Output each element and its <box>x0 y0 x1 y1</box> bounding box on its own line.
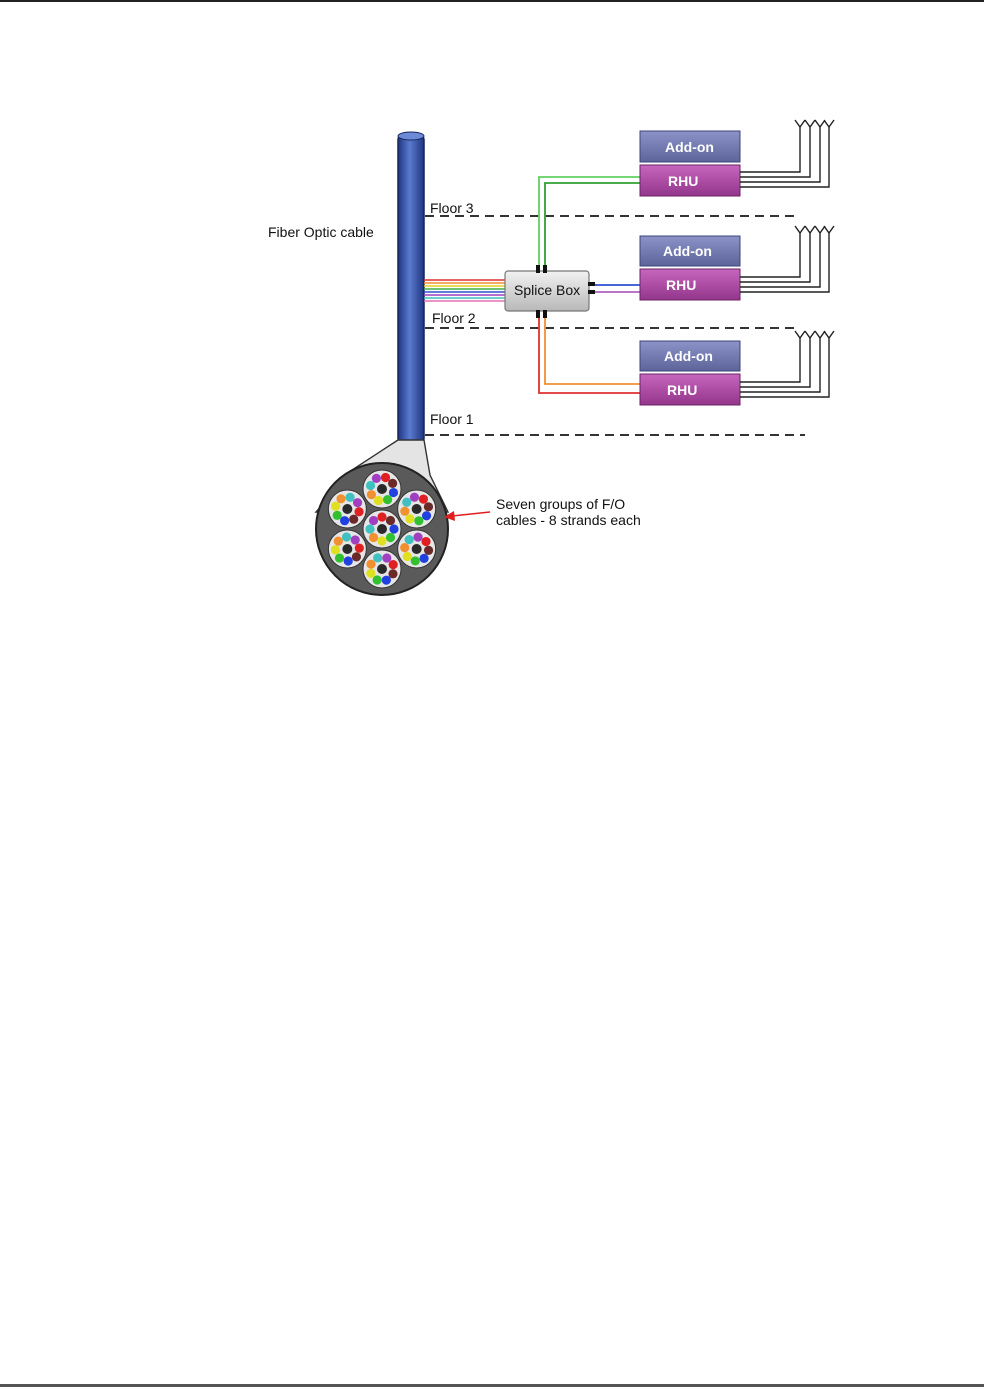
fiber-group <box>363 510 401 548</box>
fiber-strand <box>345 493 354 502</box>
fiber-strand <box>424 502 433 511</box>
rhu-label: RHU <box>666 277 696 293</box>
fiber-strand <box>388 569 397 578</box>
fiber-strand <box>335 553 344 562</box>
cable-cross-section <box>316 463 448 595</box>
fiber-strand <box>353 498 362 507</box>
fiber-strand <box>372 474 381 483</box>
fiber-strand <box>386 516 395 525</box>
splice-box: Splice Box <box>505 265 595 318</box>
fiber-group <box>398 490 436 528</box>
unit-stack-floor-1: Add-on RHU <box>640 341 740 405</box>
fiber-strand <box>369 533 378 542</box>
fiber-strand <box>389 488 398 497</box>
splice-to-floor-2-link <box>592 285 641 292</box>
fiber-group <box>363 470 401 508</box>
fiber-strand <box>331 545 340 554</box>
pointer-arrow <box>444 511 490 521</box>
fiber-strand <box>366 560 375 569</box>
fiber-strand <box>367 490 376 499</box>
fiber-strand <box>377 512 386 521</box>
fiber-strand <box>369 516 378 525</box>
fiber-strand <box>419 494 428 503</box>
rhu-label: RHU <box>667 382 697 398</box>
fiber-strand <box>400 507 409 516</box>
fiber-strand <box>389 524 398 533</box>
fiber-optic-cable-label: Fiber Optic cable <box>268 224 374 240</box>
fiber-strand <box>351 535 360 544</box>
fiber-distribution-diagram: Floor 3 Floor 2 Floor 1 Fiber Optic cabl… <box>0 0 984 640</box>
fiber-strand <box>382 576 391 585</box>
fiber-optic-cable <box>398 132 424 444</box>
fiber-strand <box>403 552 412 561</box>
fiber-strand <box>386 533 395 542</box>
fiber-strand <box>402 498 411 507</box>
strand-bundle <box>424 280 505 301</box>
fiber-strand <box>388 479 397 488</box>
fiber-group <box>328 530 366 568</box>
fo-groups-caption-line-2: cables - 8 strands each <box>496 512 641 528</box>
unit-stack-floor-3: Add-on RHU <box>640 131 740 196</box>
splice-to-floor-3-link <box>539 177 641 272</box>
bottom-rule <box>0 1384 984 1387</box>
fiber-strand <box>331 502 340 511</box>
fiber-strand <box>410 493 419 502</box>
fiber-strand <box>389 560 398 569</box>
fiber-group <box>363 550 401 588</box>
splice-box-label: Splice Box <box>514 282 580 298</box>
addon-label: Add-on <box>663 243 712 259</box>
fiber-strand <box>373 575 382 584</box>
fiber-strand <box>365 524 374 533</box>
fiber-strand <box>424 546 433 555</box>
fiber-strand <box>336 494 345 503</box>
unit-stack-floor-2: Add-on RHU <box>640 236 740 300</box>
fiber-strand <box>421 537 430 546</box>
fiber-strand <box>413 532 422 541</box>
fiber-strand <box>354 507 363 516</box>
floor-2-label: Floor 2 <box>432 310 476 326</box>
fiber-strand <box>377 536 386 545</box>
fiber-strand <box>400 543 409 552</box>
fiber-strand <box>342 532 351 541</box>
floor-3-label: Floor 3 <box>430 200 474 216</box>
fiber-strand <box>349 515 358 524</box>
fo-groups-caption-line-1: Seven groups of F/O <box>496 496 625 512</box>
fiber-strand <box>414 516 423 525</box>
addon-label: Add-on <box>665 139 714 155</box>
fiber-strand <box>334 537 343 546</box>
rhu-label: RHU <box>668 173 698 189</box>
fiber-strand <box>381 473 390 482</box>
fiber-strand <box>422 511 431 520</box>
fiber-group <box>398 530 436 568</box>
fiber-strand <box>340 516 349 525</box>
fiber-strand <box>333 511 342 520</box>
fiber-strand <box>374 496 383 505</box>
fiber-strand <box>405 514 414 523</box>
fiber-strand <box>355 544 364 553</box>
fiber-strand <box>405 535 414 544</box>
addon-label: Add-on <box>664 348 713 364</box>
floor-1-label: Floor 1 <box>430 411 474 427</box>
antenna-feeds-floor-1 <box>740 331 834 397</box>
fiber-strand <box>352 552 361 561</box>
fiber-strand <box>420 554 429 563</box>
fiber-strand <box>382 553 391 562</box>
antenna-feeds-floor-3 <box>740 120 834 187</box>
fiber-strand <box>366 481 375 490</box>
splice-to-floor-1-link <box>539 318 641 393</box>
fiber-strand <box>344 556 353 565</box>
fiber-group <box>328 490 366 528</box>
fiber-strand <box>373 553 382 562</box>
fiber-strand <box>366 569 375 578</box>
antenna-feeds-floor-2 <box>740 226 834 292</box>
fiber-strand <box>383 495 392 504</box>
fiber-strand <box>411 556 420 565</box>
